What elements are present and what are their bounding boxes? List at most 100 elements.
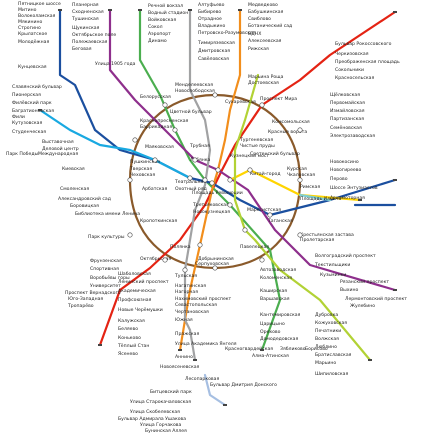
station-label: Парк культуры [88, 234, 125, 240]
station-label: Марьина Роща [248, 74, 284, 80]
transfer-station [152, 157, 158, 163]
station-label: Битцевский парк [150, 388, 192, 395]
station-label: Щукинская [72, 25, 100, 31]
station-label: Александровский сад [58, 195, 111, 202]
station-label: Проспект Мира [260, 96, 297, 102]
station-label: Китай-город [250, 170, 281, 177]
station-label: Алма-Атинская [252, 353, 289, 359]
station-label: Библиотека имени Ленина [75, 211, 140, 217]
station-label: Пионерская [12, 92, 41, 98]
station-label: Орехово [260, 329, 281, 335]
station-label: Войковская [148, 16, 176, 23]
terminal-mark [38, 109, 42, 111]
terminal-mark [260, 349, 264, 351]
station-label: Домодедовская [260, 336, 298, 342]
station-label: Электрозаводская [330, 133, 375, 139]
station-label: Щёлковская [330, 92, 360, 98]
station-label: Лесопарковая [185, 376, 219, 382]
transfer-station [127, 232, 133, 238]
station-label: Митино [18, 7, 37, 13]
station-label: Коломенская [260, 275, 292, 281]
station-label: Парк Победы [6, 151, 39, 157]
terminal-mark [108, 9, 112, 11]
transfer-station [162, 102, 168, 108]
station-label: Улица Горчакова [140, 422, 181, 428]
station-label: Дубровка [315, 312, 338, 318]
station-label: Улица 1905 года [95, 61, 136, 67]
transfer-station [259, 102, 265, 108]
station-label: Речной вокзал [148, 2, 183, 9]
transfer-station [227, 202, 233, 208]
station-label: Курская [287, 166, 307, 172]
station-label: Серпуховская [195, 261, 229, 267]
station-label: Волжская [315, 336, 339, 342]
station-label: Чеховская [130, 172, 155, 178]
station-label: Маяковская [145, 144, 174, 150]
station-label: Кантемировская [260, 312, 301, 318]
station-label: Павелецкая [240, 244, 269, 250]
station-label: Улица Академика Янгеля [175, 341, 237, 347]
station-label: Нагорная [175, 289, 198, 295]
station-label: Молодёжная [18, 39, 49, 45]
terminal-mark [138, 9, 142, 11]
transfer-station [212, 265, 218, 271]
terminal-mark [188, 9, 192, 11]
station-label: Марьино [315, 360, 336, 366]
station-label: Сходненская [72, 9, 104, 15]
station-label: Фили [12, 114, 25, 120]
station-label: Владыкино [198, 23, 225, 29]
station-label: Жулебино [350, 303, 375, 309]
transfer-station [172, 127, 178, 133]
station-label: Новокузнецкая [193, 209, 230, 215]
station-label: Дмитровская [198, 48, 230, 54]
station-label: Марксистская [247, 207, 281, 213]
station-label: Семёновская [330, 125, 362, 131]
transfer-station [247, 167, 253, 173]
station-label: Ясенево [118, 351, 138, 357]
station-label: Петровско-Разумовская [198, 30, 256, 36]
terminal-mark [393, 11, 397, 13]
station-label: Беговая [72, 46, 92, 52]
station-label: Бунинская Аллея [145, 428, 187, 433]
station-label: Текстильщики [314, 262, 350, 268]
station-label: Международная [38, 151, 78, 157]
line-teal [298, 193, 332, 202]
station-label: Нахимовский проспект [175, 295, 232, 302]
station-label: Тимирязевская [197, 40, 235, 46]
station-label: Сокольники [335, 67, 364, 73]
station-label: Каширская [260, 288, 287, 294]
station-label: Университет [90, 283, 121, 289]
station-label: Филёвский парк [12, 99, 52, 106]
station-label: Проспект Вернадского [65, 290, 121, 296]
transfer-station [267, 212, 273, 218]
transfer-station [227, 177, 233, 183]
station-label: Первомайская [330, 99, 365, 106]
station-label: Площадь Ильича [300, 196, 341, 202]
station-label: Пушкинская [130, 159, 160, 165]
station-label: Медведково [248, 2, 278, 8]
station-label: Достоевская [248, 80, 279, 86]
transfer-station [297, 232, 303, 238]
station-label: Зябликово [280, 346, 306, 352]
station-label: Преображенская площадь [335, 59, 400, 65]
station-label: Пражская [175, 331, 199, 337]
station-label: Третьяковская [192, 202, 229, 208]
station-label: Трубная [189, 143, 210, 149]
station-label: Добрынинская [198, 256, 234, 262]
station-label: Бульвар Дмитрия Донского [210, 382, 277, 388]
station-label: Черкизовская [335, 51, 369, 57]
station-label: Царицыно [260, 321, 285, 327]
station-label: Рязанский проспект [340, 278, 389, 285]
station-label: Цветной бульвар [170, 108, 212, 115]
station-label: Планерная [72, 2, 99, 8]
station-label: Тверская [129, 166, 152, 172]
station-label: Новоясеневская [160, 364, 200, 370]
station-label: Фрунзенская [90, 258, 122, 264]
transfer-station [127, 177, 133, 183]
station-label: Нагатинская [175, 283, 206, 289]
station-label: Шипиловская [315, 371, 348, 377]
station-label: Борисово [305, 346, 328, 352]
transfer-station [182, 267, 188, 273]
station-label: Партизанская [330, 116, 364, 122]
station-label: Полянка [170, 244, 191, 250]
